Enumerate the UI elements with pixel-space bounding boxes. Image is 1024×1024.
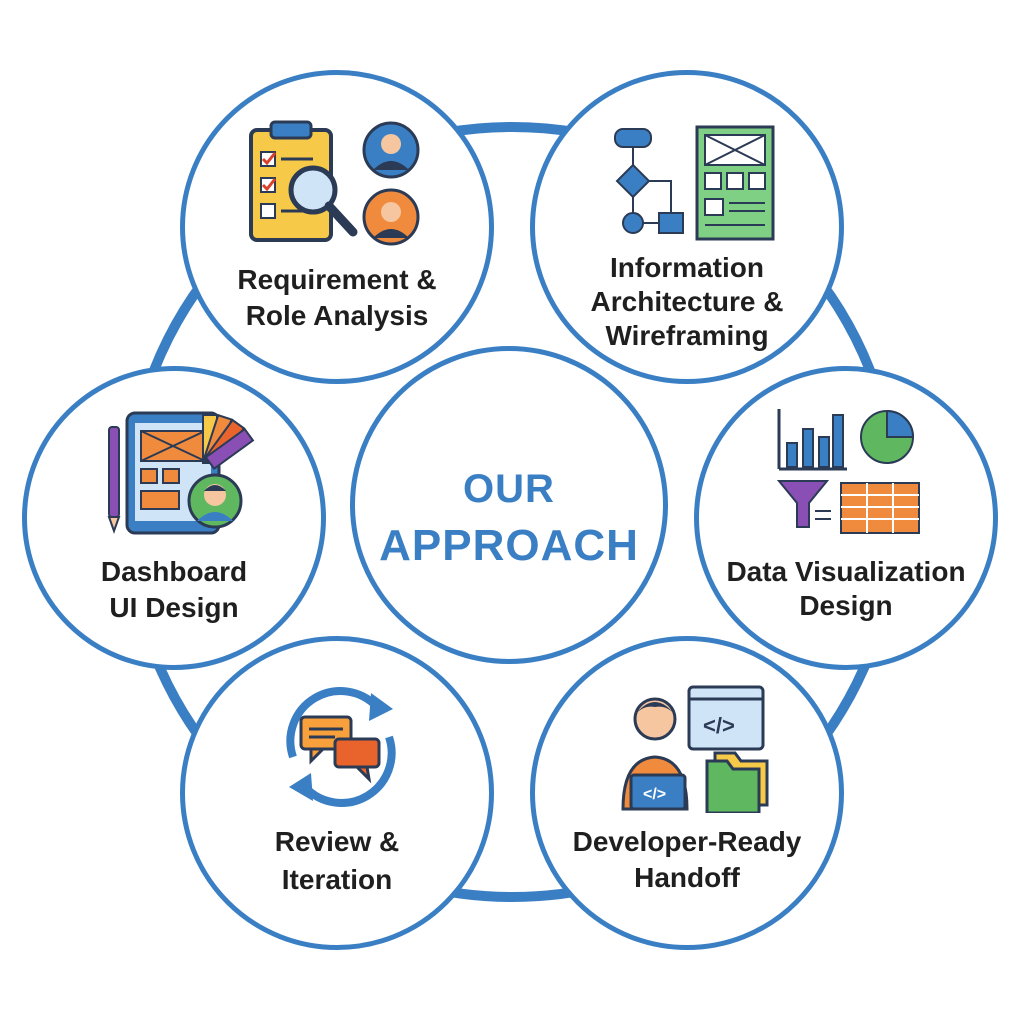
- step-requirement-analysis: Requirement & Role Analysis: [180, 70, 494, 384]
- step-label-line2: Design: [799, 590, 893, 621]
- step-label-line1: Data Visualization: [726, 556, 966, 587]
- step-data-visualization: Data Visualization Design: [694, 366, 998, 670]
- step-label-line1: Information: [610, 252, 764, 283]
- clipboard-search-icon: [249, 120, 420, 246]
- step-information-architecture: Information Architecture & Wireframing: [530, 70, 844, 384]
- step-dashboard-ui-design: Dashboard UI Design: [22, 366, 326, 670]
- svg-text:</>: </>: [643, 786, 666, 803]
- step-label-line1: Requirement &: [237, 264, 437, 295]
- step-label-line2: Iteration: [281, 864, 393, 895]
- chat-cycle-icon: [286, 687, 396, 807]
- step-review-iteration: Review & Iteration: [180, 636, 494, 950]
- flowchart-wireframe-icon: [614, 125, 775, 241]
- center-circle: OUR APPROACH: [350, 346, 668, 664]
- svg-text:</>: </>: [703, 713, 735, 738]
- step-label-line3: Wireframing: [605, 320, 769, 351]
- step-label-line1: Dashboard: [100, 556, 248, 587]
- step-label-line1: Review &: [274, 826, 400, 857]
- tablet-palette-icon: [107, 411, 255, 535]
- center-title-line1: OUR: [463, 467, 555, 511]
- step-label-line2: UI Design: [109, 592, 239, 623]
- center-title-line2: APPROACH: [379, 521, 639, 570]
- developer-code-icon: </> </>: [621, 685, 769, 813]
- charts-funnel-table-icon: [776, 409, 920, 534]
- step-label-line2: Handoff: [634, 862, 740, 893]
- step-label-line1: Developer-Ready: [572, 826, 802, 857]
- step-developer-handoff: </> </> Developer-Ready Handoff: [530, 636, 844, 950]
- step-label-line2: Role Analysis: [245, 300, 429, 331]
- step-label-line2: Architecture &: [590, 286, 784, 317]
